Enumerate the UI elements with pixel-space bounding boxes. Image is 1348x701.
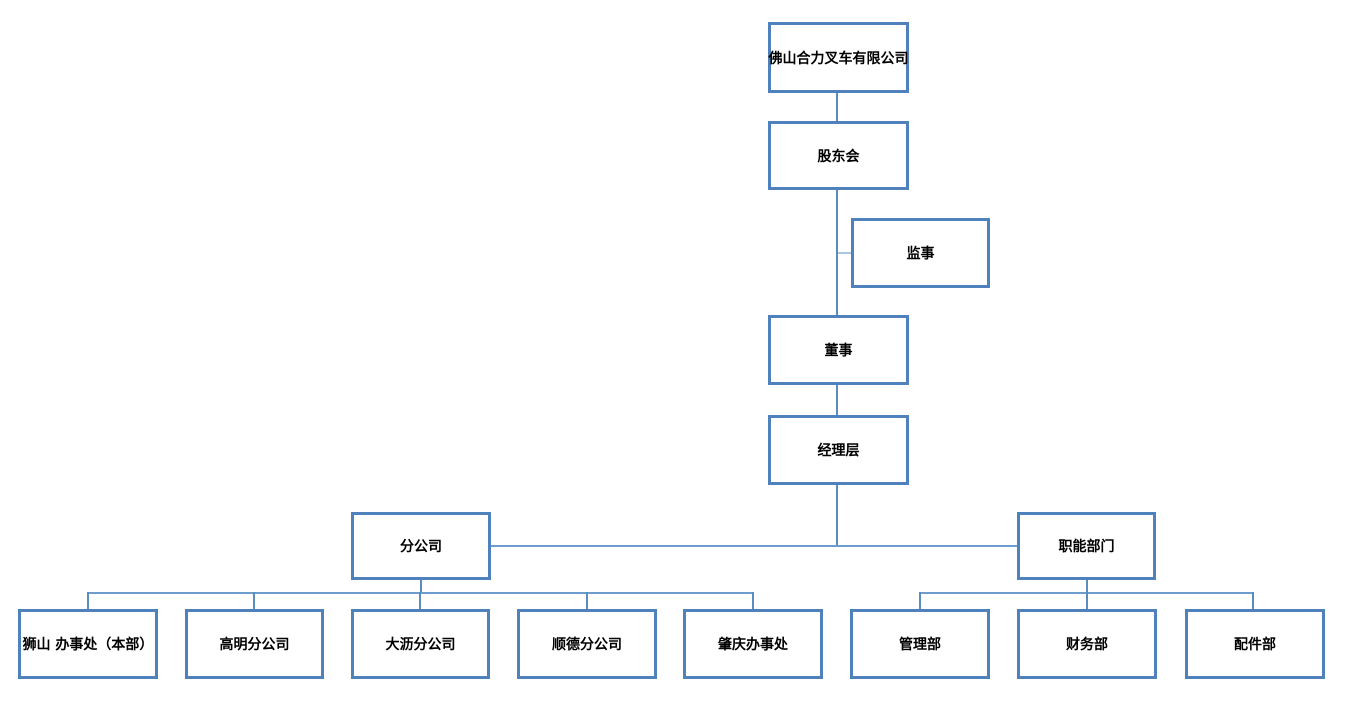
org-node-branches: 分公司 — [351, 512, 491, 580]
org-node-company-label: 佛山合力叉车有限公司 — [768, 50, 909, 67]
connector-drop-parts-dept — [1252, 592, 1254, 609]
connector-drop-zhaoqing — [752, 592, 754, 609]
org-node-functional-label: 职能部门 — [1058, 539, 1115, 555]
org-node-branches-label: 分公司 — [400, 539, 442, 555]
org-node-supervisor-label: 监事 — [906, 246, 935, 262]
connector-supervisor-stub — [838, 252, 851, 254]
org-node-director-label: 董事 — [824, 343, 853, 359]
org-node-gaoming-branch: 高明分公司 — [185, 609, 324, 679]
org-node-zhaoqing-office: 肇庆办事处 — [683, 609, 823, 679]
org-node-parts-dept: 配件部 — [1185, 609, 1325, 679]
connector-director-management — [836, 385, 838, 415]
org-node-dali-branch: 大沥分公司 — [351, 609, 490, 679]
org-node-company: 佛山合力叉车有限公司 — [768, 22, 909, 93]
connector-drop-finance-dept — [1086, 592, 1088, 609]
org-node-zhaoqing-office-label: 肇庆办事处 — [718, 637, 788, 653]
connector-company-shareholders — [836, 93, 838, 121]
connector-branches-stub — [420, 580, 422, 592]
org-node-shunde-branch: 顺德分公司 — [517, 609, 657, 679]
org-node-supervisor: 监事 — [851, 218, 990, 288]
connector-shareholders-director — [836, 190, 838, 315]
connector-drop-shunde — [586, 592, 588, 609]
org-node-parts-dept-label: 配件部 — [1234, 637, 1276, 653]
org-node-finance-dept-label: 财务部 — [1066, 637, 1108, 653]
org-node-gaoming-branch-label: 高明分公司 — [219, 637, 290, 653]
connector-main-rail — [490, 545, 1017, 547]
org-node-functional: 职能部门 — [1017, 512, 1156, 580]
org-node-management-dept: 管理部 — [850, 609, 990, 679]
org-node-dali-branch-label: 大沥分公司 — [385, 637, 456, 653]
connector-functional-stub — [1086, 580, 1088, 592]
connector-drop-gaoming — [253, 592, 255, 609]
org-node-shunde-branch-label: 顺德分公司 — [552, 637, 622, 653]
org-node-management: 经理层 — [768, 415, 909, 485]
connector-management-drop — [836, 485, 838, 545]
org-node-shareholders: 股东会 — [768, 121, 909, 190]
org-node-management-dept-label: 管理部 — [899, 637, 941, 653]
org-node-shishan-office: 狮山 办事处（本部） — [18, 609, 158, 679]
connector-drop-dali — [419, 592, 421, 609]
connector-drop-shishan — [87, 592, 89, 609]
org-node-finance-dept: 财务部 — [1017, 609, 1157, 679]
connector-drop-management-dept — [919, 592, 921, 609]
org-node-shishan-office-label: 狮山 办事处（本部） — [22, 637, 154, 653]
org-node-management-label: 经理层 — [817, 443, 860, 459]
org-node-director: 董事 — [768, 315, 909, 385]
org-node-shareholders-label: 股东会 — [817, 148, 860, 165]
